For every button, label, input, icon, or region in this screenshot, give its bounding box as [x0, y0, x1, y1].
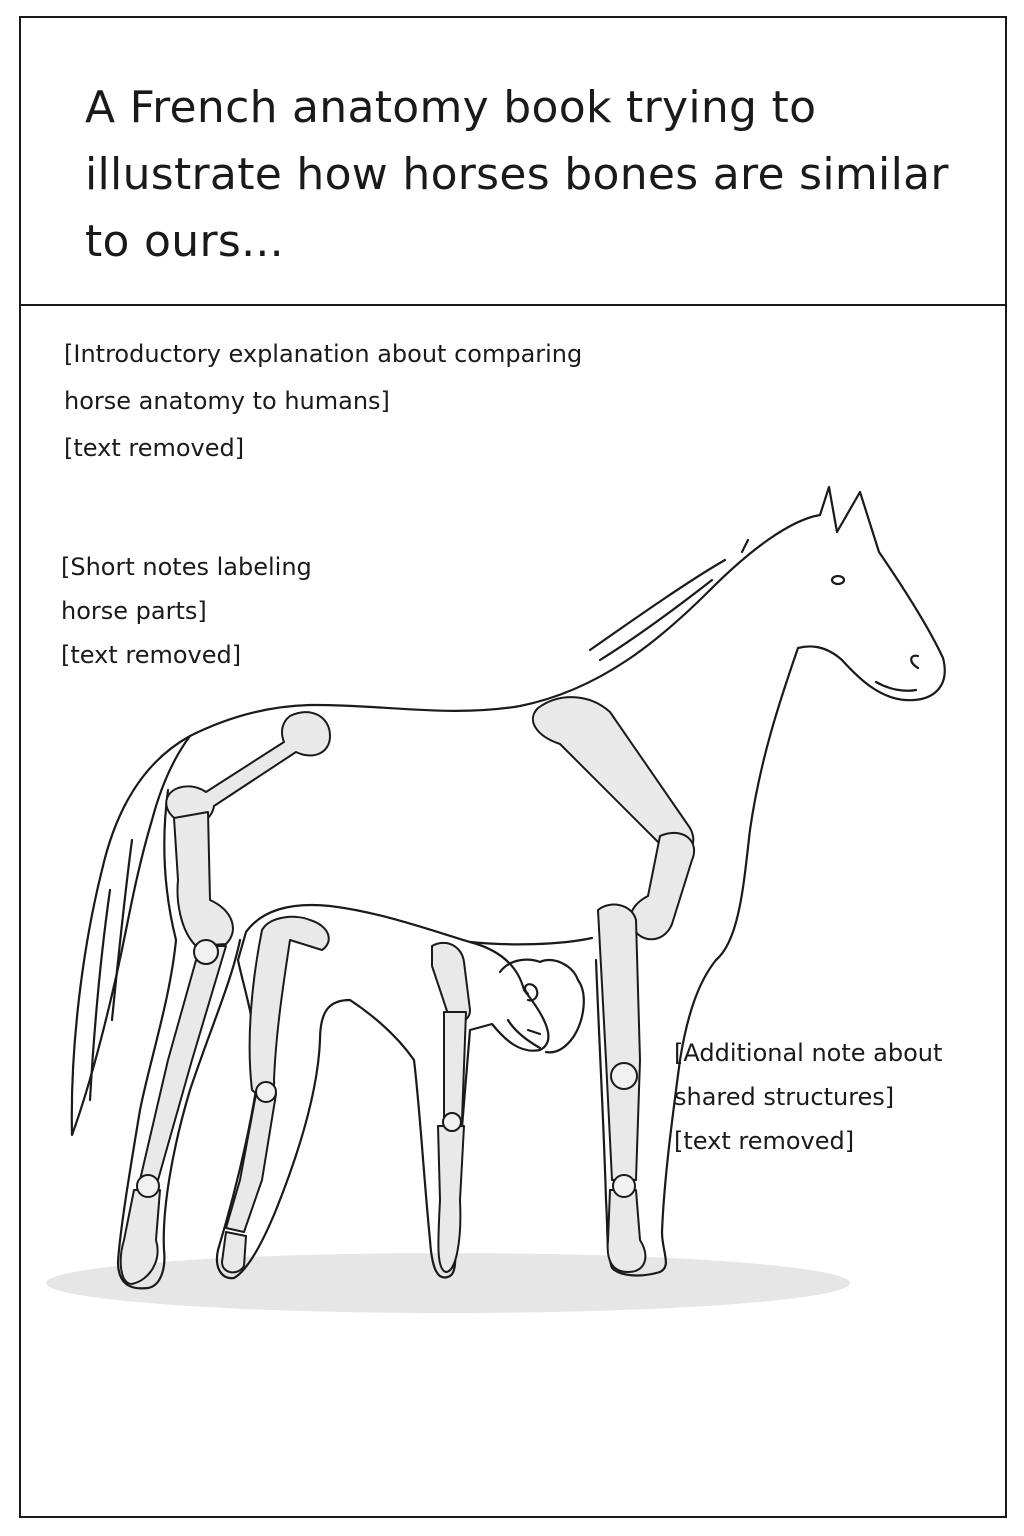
horse-tibia-bone: [173, 811, 234, 947]
parts-note: [Short notes labeling horse parts] [text…: [61, 553, 312, 669]
horse-belly: [468, 936, 594, 946]
horse-eye: [830, 574, 846, 586]
horse-hind-leg: [116, 788, 242, 1290]
panel-title: A French anatomy book trying to illustra…: [85, 82, 949, 267]
human-hand-bone: [437, 1125, 465, 1273]
human-humerus-bone: [431, 941, 471, 1023]
horse-humerus-bone: [629, 831, 695, 941]
human-foot-bone: [221, 1231, 247, 1274]
comic-panel-frame: A French anatomy book trying to illustra…: [19, 16, 1007, 1518]
intro-note: [Introductory explanation about comparin…: [64, 340, 583, 462]
title-box: A French anatomy book trying to illustra…: [21, 18, 1005, 306]
horse-front-leg: [594, 958, 718, 1277]
human-forearm-bone: [443, 1011, 467, 1121]
human-femur-bone: [248, 915, 330, 1096]
ground-shadow: [46, 1253, 850, 1313]
human-ear: [523, 983, 539, 1002]
horse-scapula-bone: [532, 696, 695, 856]
shared-structures-note: [Additional note about shared structures…: [674, 1039, 943, 1155]
horse-tail: [70, 734, 192, 1137]
horse-femur-bone: [165, 711, 331, 826]
horse-hind-pastern-bone: [119, 1189, 161, 1285]
horse-hind-cannon-bone: [139, 945, 227, 1181]
horse-body-outline: [188, 485, 946, 962]
human-face: [506, 1018, 542, 1050]
human-hair: [498, 958, 585, 1054]
human-body-outline: [215, 903, 550, 1280]
horse-front-pastern-bone: [606, 1189, 647, 1273]
horse-nostril: [910, 654, 920, 670]
